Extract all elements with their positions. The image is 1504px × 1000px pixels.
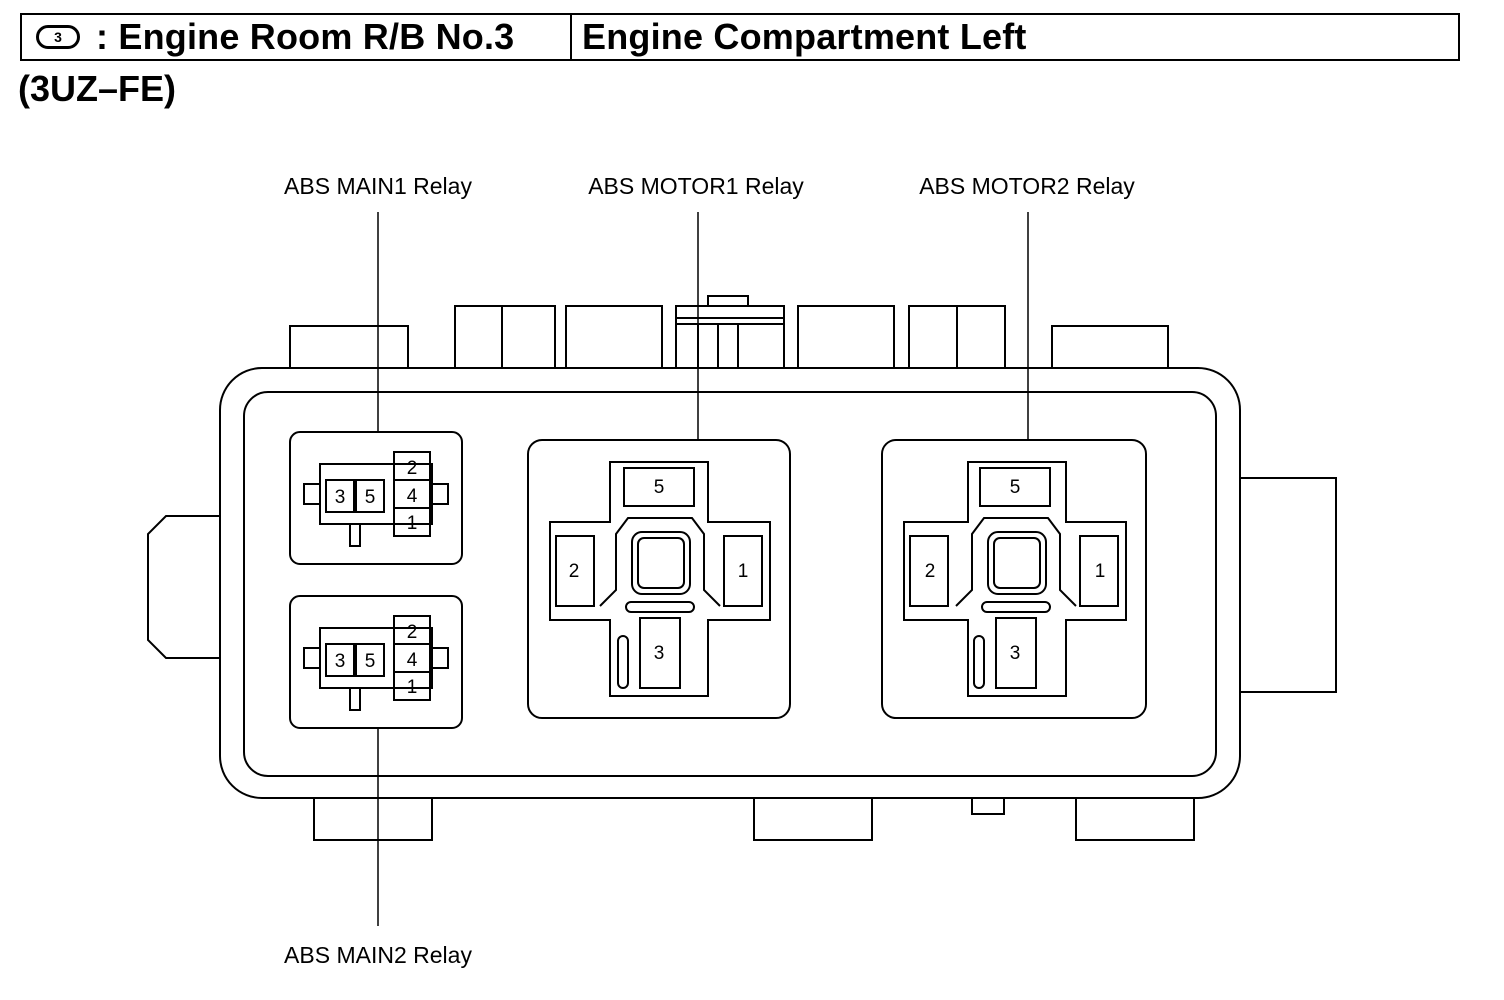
leader-lines — [377, 212, 1029, 926]
motor1-pin-2: 2 — [569, 561, 580, 582]
relay-block-location: Engine Compartment Left — [582, 16, 1027, 57]
label-abs-main1-relay: ABS MAIN1 Relay — [284, 173, 472, 199]
relay-block-title: : Engine Room R/B No.3 — [96, 16, 515, 57]
main2-pin-1: 1 — [407, 677, 418, 698]
connector-code-badge: 3 — [36, 25, 80, 49]
left-latch — [147, 515, 220, 659]
motor1-pin-1: 1 — [738, 561, 749, 582]
engine-code: (3UZ–FE) — [18, 68, 177, 109]
main2-pin-5: 5 — [365, 651, 376, 672]
label-abs-motor1-relay: ABS MOTOR1 Relay — [588, 173, 804, 199]
motor2-pin-3: 3 — [1010, 643, 1021, 664]
main1-pin-5: 5 — [365, 487, 376, 508]
main2-pin-2: 2 — [407, 622, 418, 643]
right-connector — [1240, 477, 1337, 693]
abs-main1-relay-socket: 3 5 2 4 1 — [289, 431, 463, 565]
abs-motor2-relay-socket: 5 2 1 3 — [881, 439, 1147, 719]
main1-pin-4: 4 — [407, 486, 418, 507]
main1-pin-1: 1 — [407, 513, 418, 534]
abs-motor1-relay-socket: 5 2 1 3 — [527, 439, 791, 719]
main2-pin-3: 3 — [335, 651, 346, 672]
abs-main2-relay-socket: 3 5 2 4 1 — [289, 595, 463, 729]
motor1-pin-5: 5 — [654, 477, 665, 498]
relay-block-inner-frame — [243, 391, 1217, 777]
label-abs-main2-relay: ABS MAIN2 Relay — [284, 942, 472, 968]
bottom-tabs — [313, 797, 1195, 841]
motor2-pin-2: 2 — [925, 561, 936, 582]
diagram-header: 3 : Engine Room R/B No.3 Engine Compartm… — [20, 13, 1460, 61]
header-connector-cell: 3 : Engine Room R/B No.3 — [22, 15, 572, 59]
motor1-pin-3: 3 — [654, 643, 665, 664]
main2-pin-4: 4 — [407, 650, 418, 671]
relay-block-housing — [219, 367, 1241, 799]
motor2-pin-5: 5 — [1010, 477, 1021, 498]
main1-pin-3: 3 — [335, 487, 346, 508]
label-abs-motor2-relay: ABS MOTOR2 Relay — [919, 173, 1135, 199]
motor2-pin-1: 1 — [1095, 561, 1106, 582]
header-location-cell: Engine Compartment Left — [572, 15, 1458, 59]
main1-pin-2: 2 — [407, 458, 418, 479]
